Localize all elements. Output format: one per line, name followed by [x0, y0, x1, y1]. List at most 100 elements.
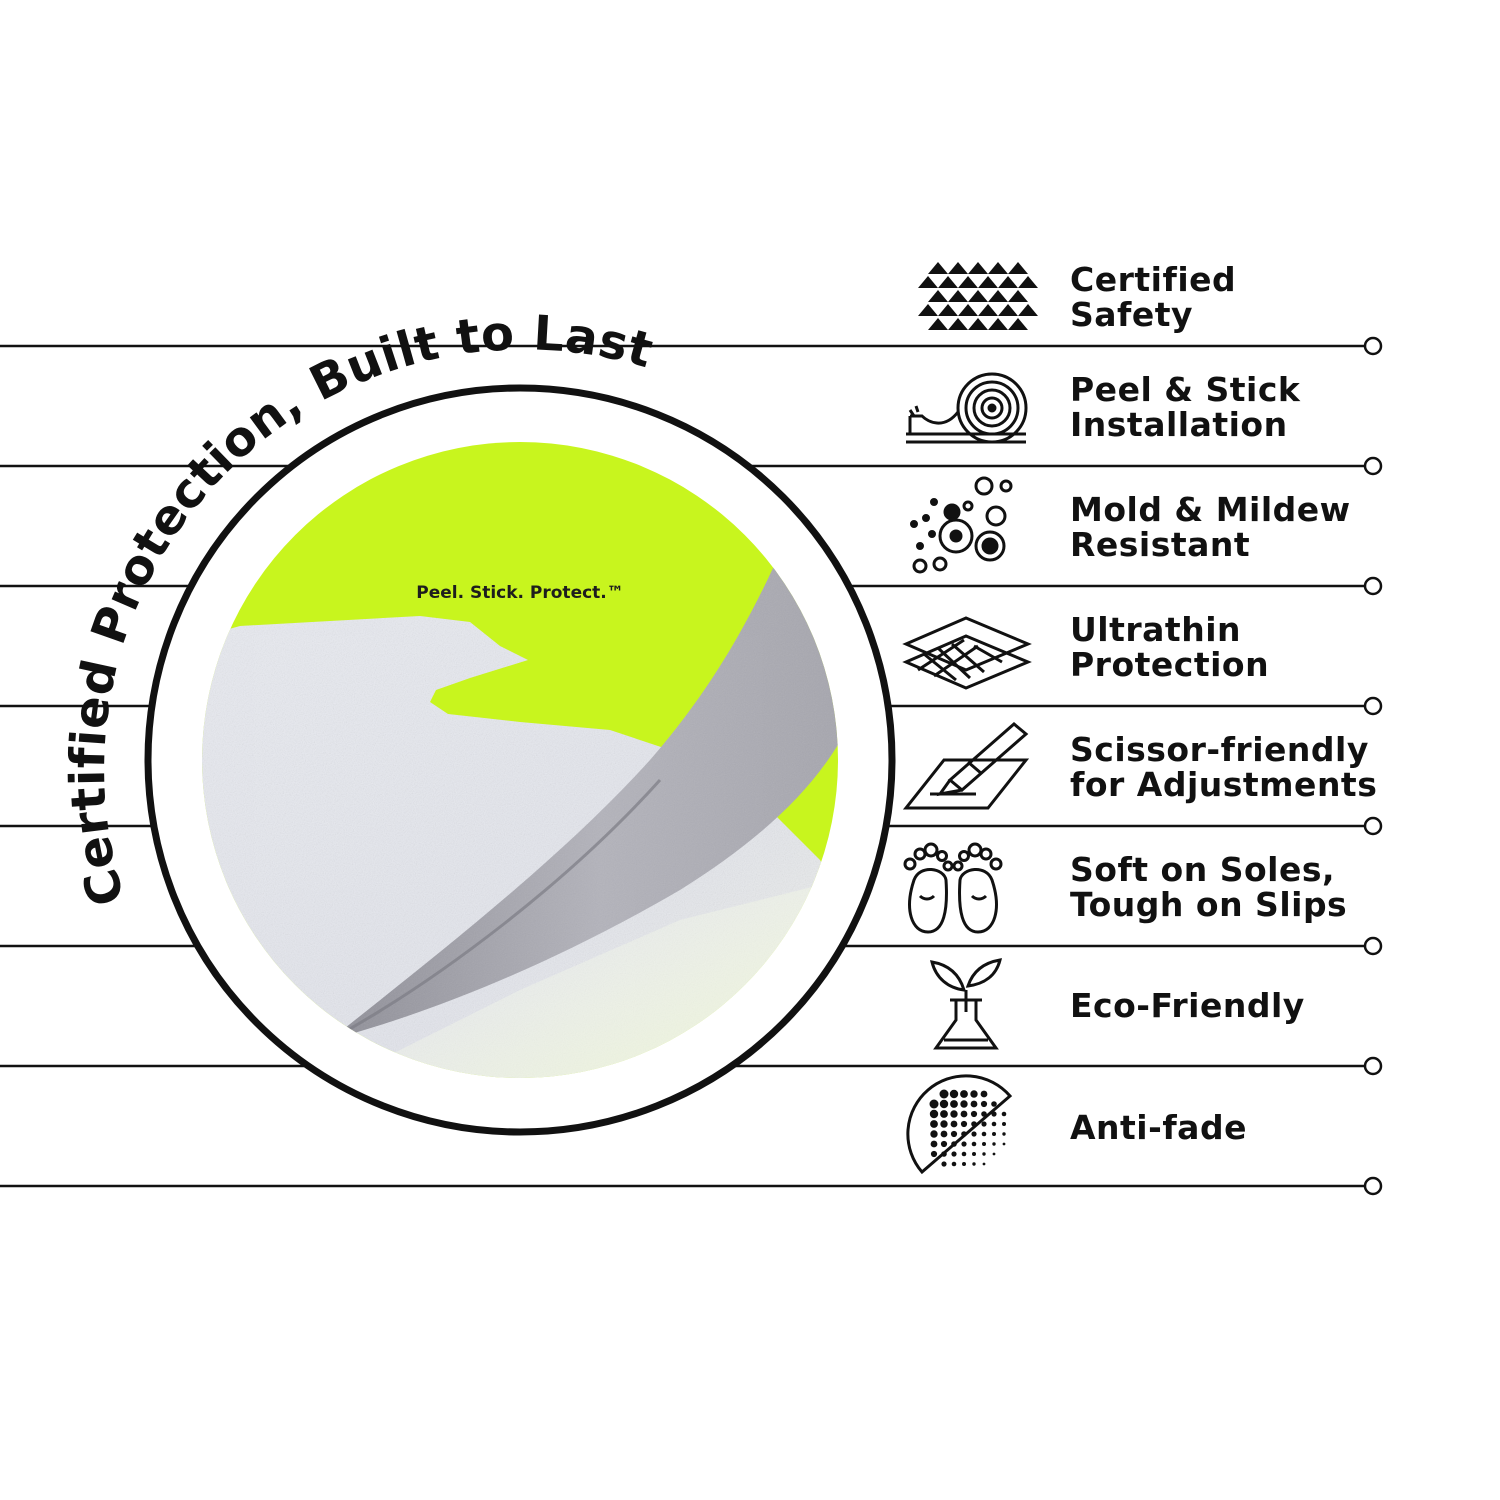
triangle-mark [978, 276, 998, 288]
halftone-dot [991, 1121, 997, 1127]
halftone-dot [992, 1142, 996, 1146]
feet-icon [903, 842, 1003, 934]
feature-label-line: Soft on Soles, [1070, 850, 1336, 889]
halftone-dot [982, 1142, 986, 1146]
triangle-mark [928, 318, 948, 330]
triangle-mark [948, 318, 968, 330]
triangle-mark [948, 290, 968, 302]
halftone-dot [981, 1121, 987, 1127]
halftone-dot [1002, 1122, 1006, 1126]
halftone-dot [941, 1161, 947, 1167]
feature-anti-fade: Anti-fade [1070, 1110, 1490, 1145]
feature-label-line: for Adjustments [1070, 765, 1378, 804]
feature-label-line: Protection [1070, 645, 1270, 684]
halftone-dot [950, 1120, 958, 1128]
halftone-dot [992, 1152, 996, 1156]
guide-line-8 [0, 1176, 1383, 1196]
halftone-dot [1001, 1111, 1007, 1117]
line-end-dot [1363, 936, 1383, 956]
halftone-dot [939, 1099, 949, 1109]
halftone-dot [1002, 1142, 1006, 1146]
halftone-dot [981, 1111, 987, 1117]
line-end-dot [1363, 456, 1383, 476]
line-end-dot [1363, 576, 1383, 596]
halftone-dot [950, 1100, 958, 1108]
triangle-mark [988, 318, 1008, 330]
halftone-dot [929, 1109, 939, 1119]
triangle-grid-icon [918, 262, 1038, 330]
halftone-dot [940, 1140, 948, 1148]
halftone-dot [982, 1162, 986, 1166]
feature-label-line: Peel & Stick [1070, 370, 1301, 409]
triangle-mark [948, 262, 968, 274]
feature-label-line: Installation [1070, 405, 1288, 444]
product-photo [202, 442, 838, 1078]
feature-label-line: Tough on Slips [1070, 885, 1348, 924]
halftone-dot [949, 1089, 959, 1099]
halftone-dot [992, 1132, 996, 1136]
halftone-dot [960, 1110, 968, 1118]
halftone-dot [1002, 1132, 1006, 1136]
halftone-dot [972, 1152, 976, 1156]
halftone-dot [950, 1130, 958, 1138]
feature-label-line: Certified [1070, 260, 1237, 299]
triangle-mark [1008, 262, 1028, 274]
product-badge [144, 384, 896, 1136]
halftone-dot [970, 1090, 978, 1098]
line-end-dot [1363, 816, 1383, 836]
halftone-dot [930, 1120, 938, 1128]
halftone-dot [991, 1101, 997, 1107]
triangle-mark [1008, 290, 1028, 302]
triangle-mark [988, 290, 1008, 302]
triangle-mark [1018, 304, 1038, 316]
halftone-dot [951, 1141, 957, 1147]
line-end-dot [1363, 696, 1383, 716]
halftone-dot [961, 1151, 967, 1157]
feature-label-line: Eco-Friendly [1070, 986, 1305, 1025]
feature-certified-safety: Certified Safety [1070, 262, 1490, 332]
halftone-dot [980, 1100, 988, 1108]
feature-mold-mildew: Mold & Mildew Resistant [1070, 492, 1490, 562]
triangle-mark [928, 262, 948, 274]
feature-label-line: Resistant [1070, 525, 1251, 564]
line-end-dot [1363, 1056, 1383, 1076]
feature-soft-on-soles: Soft on Soles, Tough on Slips [1070, 852, 1490, 922]
plant-flask-icon [929, 958, 1003, 1050]
triangle-mark [968, 318, 988, 330]
bubbles-icon [910, 476, 1013, 574]
halftone-dot [962, 1162, 966, 1166]
halftone-dot [941, 1151, 947, 1157]
triangle-mark [978, 304, 998, 316]
feature-peel-stick: Peel & Stick Installation [1070, 372, 1490, 442]
triangle-mark [1008, 318, 1028, 330]
halftone-dot [940, 1130, 948, 1138]
triangle-mark [918, 276, 938, 288]
triangle-mark [968, 290, 988, 302]
halftone-dot [960, 1100, 968, 1108]
line-end-dot [1363, 336, 1383, 356]
halftone-dot [982, 1152, 986, 1156]
cutter-icon [902, 722, 1030, 810]
triangle-mark [988, 262, 1008, 274]
line-end-dot [1363, 1176, 1383, 1196]
feature-eco-friendly: Eco-Friendly [1070, 988, 1490, 1023]
halftone-dot [940, 1110, 948, 1118]
tagline-text: Peel. Stick. Protect.™ [416, 583, 624, 603]
halftone-dot [940, 1120, 948, 1128]
halftone-dot [930, 1150, 938, 1158]
guide-line-1 [0, 336, 1383, 356]
roll-icon [906, 372, 1028, 444]
layers-icon [902, 616, 1032, 690]
halftone-dot [961, 1131, 967, 1137]
halftone-dot [939, 1089, 949, 1099]
feature-label-line: Safety [1070, 295, 1194, 334]
triangle-mark [1018, 276, 1038, 288]
triangle-mark [918, 304, 938, 316]
halftone-dot [970, 1100, 978, 1108]
triangle-mark [968, 262, 988, 274]
triangle-mark [998, 304, 1018, 316]
halftone-dot [951, 1161, 957, 1167]
halftone-dot [960, 1090, 968, 1098]
halftone-dot [951, 1151, 957, 1157]
